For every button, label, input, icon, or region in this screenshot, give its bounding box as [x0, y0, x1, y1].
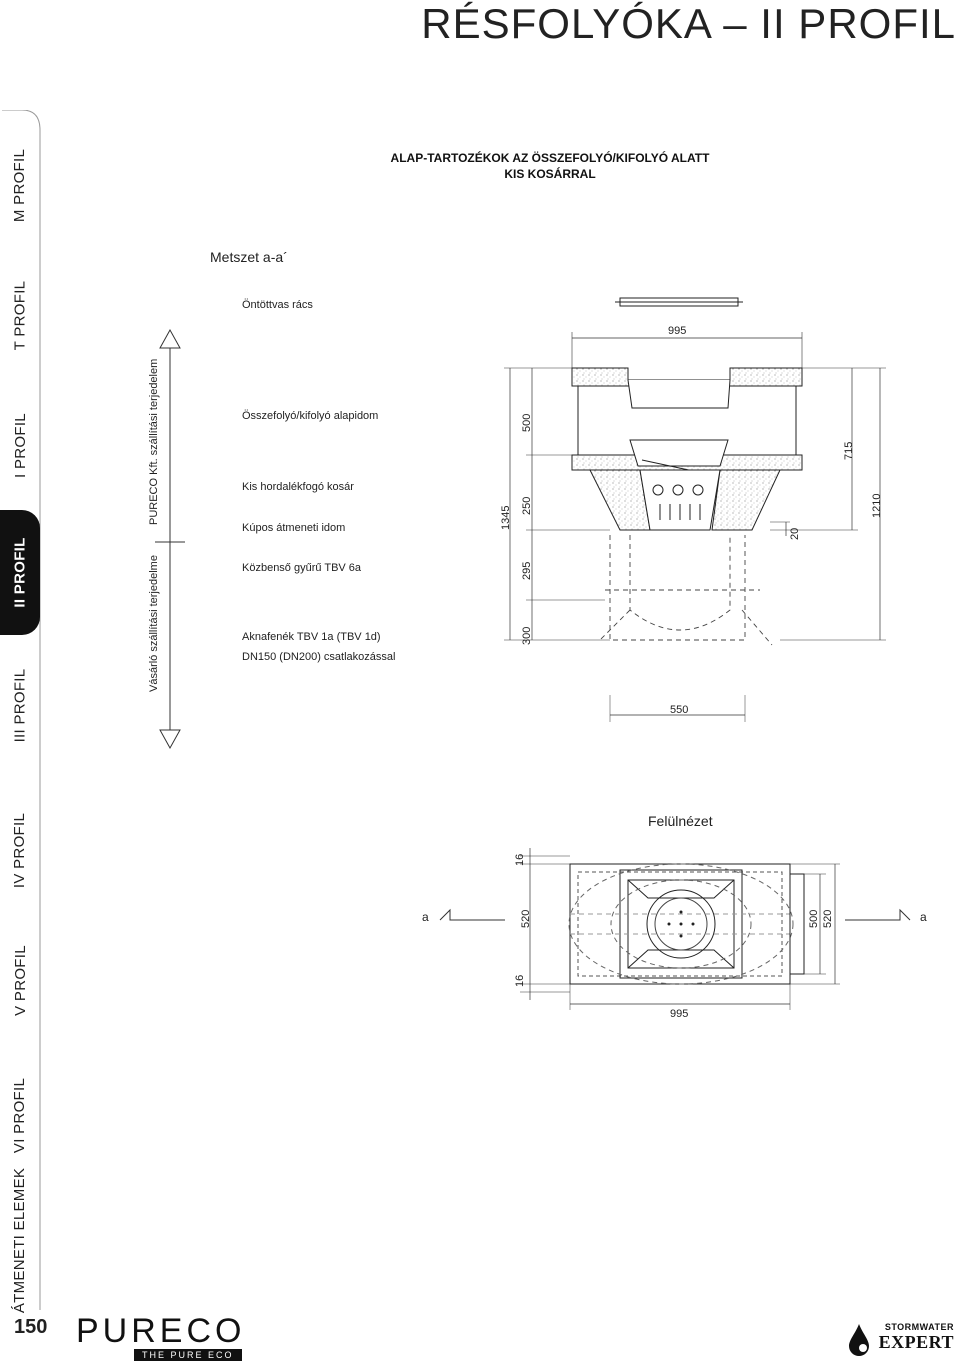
brand-line-1: STORMWATER: [884, 1322, 954, 1332]
tab-i-profil[interactable]: I PROFIL: [11, 412, 29, 478]
dim-20: 20: [789, 527, 801, 540]
page-number: 150: [14, 1316, 48, 1338]
plan-drawing: [439, 848, 911, 1010]
dim-bottom-width: 550: [670, 704, 689, 716]
part-label: Aknafenék TBV 1a (TBV 1d): [242, 631, 381, 643]
tab-vi-profil[interactable]: VI PROFIL: [11, 1077, 29, 1153]
scope-arrow: [155, 328, 185, 750]
part-label: Összefolyó/kifolyó alapidom: [242, 410, 379, 422]
stormwater-expert-logo: STORMWATER EXPERT: [848, 1322, 954, 1356]
page-title: RÉSFOLYÓKA – II PROFIL: [421, 0, 956, 47]
dim-715: 715: [843, 441, 855, 460]
section-title: Metszet a-a´: [210, 249, 288, 265]
subtitle-line-1: ALAP-TARTOZÉKOK AZ ÖSSZEFOLYÓ/KIFOLYÓ AL…: [390, 151, 710, 165]
part-label: DN150 (DN200) csatlakozással: [242, 651, 396, 663]
dim-total-height: 1345: [500, 505, 512, 530]
logo-text: PURECO: [76, 1312, 246, 1350]
section-marker-left: a: [422, 910, 429, 924]
dim-plan-16-bottom: 16: [514, 974, 526, 987]
tab-iii-profil[interactable]: III PROFIL: [11, 668, 29, 742]
tab-iv-profil[interactable]: IV PROFIL: [11, 812, 29, 888]
plan-title: Felülnézet: [648, 813, 713, 829]
dim-300: 300: [521, 626, 533, 645]
dim-plan-16-top: 16: [514, 853, 526, 866]
part-label: Kis hordalékfogó kosár: [242, 481, 354, 493]
dim-plan-width: 995: [670, 1008, 689, 1020]
dim-top-width: 995: [668, 325, 687, 337]
dim-plan-500: 500: [808, 909, 820, 928]
part-label: Közbenső gyűrű TBV 6a: [242, 562, 362, 574]
scope-lower-label: Vásárló szállítási terjedelme: [148, 555, 160, 692]
tab-v-profil[interactable]: V PROFIL: [11, 944, 29, 1016]
dim-250: 250: [521, 496, 533, 515]
section-marker-right: a: [920, 910, 927, 924]
water-drop-icon: [848, 1324, 869, 1356]
dim-1210: 1210: [871, 493, 883, 518]
dim-500: 500: [521, 413, 533, 432]
tab-ii-profil[interactable]: II PROFIL: [0, 510, 40, 635]
logo-tagline: THE PURE ECO: [134, 1349, 242, 1361]
subtitle-line-2: KIS KOSÁRRAL: [504, 167, 596, 181]
scope-upper-label: PURECO Kft. szállítási terjedelem: [148, 358, 160, 525]
section-drawing: [504, 297, 886, 722]
brand-line-2: EXPERT: [878, 1332, 954, 1352]
part-label: Kúpos átmeneti idom: [242, 522, 346, 534]
tab-t-profil[interactable]: T PROFIL: [11, 280, 29, 350]
tab-atmeneti-elemek[interactable]: ÁTMENETI ELEMEK: [11, 1167, 29, 1313]
pureco-logo: PURECO THE PURE ECO: [76, 1312, 246, 1361]
dim-plan-520-left: 520: [520, 909, 532, 928]
tab-m-profil[interactable]: M PROFIL: [11, 148, 29, 222]
dim-295: 295: [521, 561, 533, 580]
sidebar-rail: [2, 110, 41, 1310]
part-label: Öntöttvas rács: [242, 299, 313, 311]
dim-plan-520-right: 520: [822, 909, 834, 928]
